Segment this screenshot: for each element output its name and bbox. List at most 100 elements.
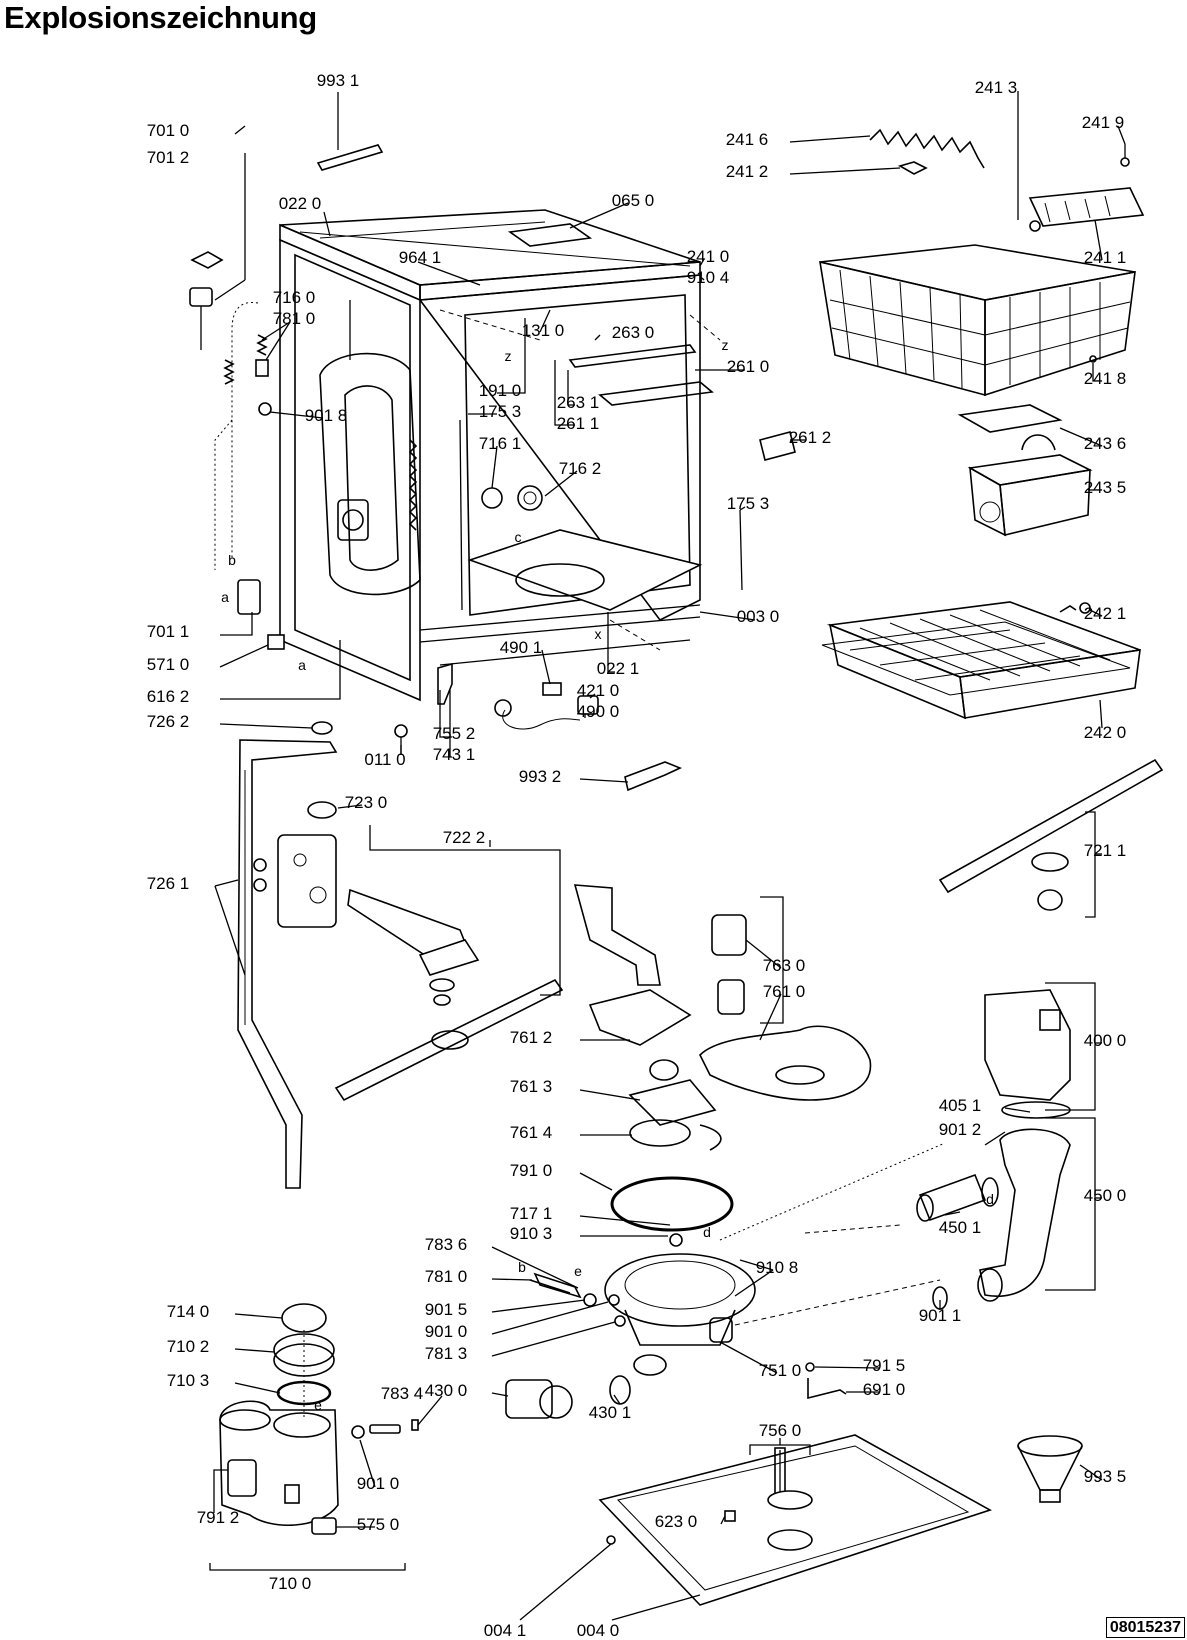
part-label-p7560: 756 0 xyxy=(759,1421,802,1440)
grouping-brackets xyxy=(209,811,1096,1571)
part-label-p0030: 003 0 xyxy=(737,607,780,626)
part-label-p9012: 901 2 xyxy=(939,1120,982,1139)
part-label-p7836: 783 6 xyxy=(425,1235,468,1254)
part-label-p4501: 450 1 xyxy=(939,1218,982,1237)
part-label-p6910: 691 0 xyxy=(863,1380,906,1399)
part-label-p9104: 910 4 xyxy=(687,268,730,287)
part-label-p6162: 616 2 xyxy=(147,687,190,706)
part-label-p0110: 011 0 xyxy=(364,750,405,769)
part-label-p7910: 791 0 xyxy=(510,1161,553,1180)
part-label-p1310: 131 0 xyxy=(522,321,565,340)
part-label-p9932: 993 2 xyxy=(519,767,562,786)
reference-letter: d xyxy=(986,1191,994,1207)
part-label-p7510: 751 0 xyxy=(759,1361,802,1380)
upper-basket xyxy=(819,128,1145,397)
part-label-p9108: 910 8 xyxy=(756,1258,799,1277)
part-label-p2421: 242 1 xyxy=(1084,604,1127,623)
reference-letter: b xyxy=(228,552,236,568)
cutlery-basket xyxy=(957,404,1093,537)
part-label-p7810: 781 0 xyxy=(273,309,316,328)
part-label-p7010: 701 0 xyxy=(147,121,190,140)
lower-spray-arm-assembly xyxy=(277,801,564,1102)
part-label-p9935: 993 5 xyxy=(1084,1467,1127,1486)
part-label-p7171: 717 1 xyxy=(510,1204,553,1223)
part-label-p4500: 450 0 xyxy=(1084,1186,1127,1205)
part-label-p7230: 723 0 xyxy=(345,793,388,812)
part-label-p9011: 901 1 xyxy=(919,1306,962,1325)
part-label-p7813: 781 3 xyxy=(425,1344,468,1363)
part-label-p2611: 261 1 xyxy=(557,414,600,433)
part-label-p9018: 901 8 xyxy=(305,406,348,425)
part-label-p7610: 761 0 xyxy=(763,982,806,1001)
part-label-p7834: 783 4 xyxy=(381,1384,424,1403)
part-label-p7011: 701 1 xyxy=(147,622,190,641)
part-label-p2631: 263 1 xyxy=(557,393,600,412)
part-label-p2630: 263 0 xyxy=(612,323,655,342)
part-label-p4051: 405 1 xyxy=(939,1096,982,1115)
sump-housing xyxy=(505,1233,847,1419)
part-label-p4000: 400 0 xyxy=(1084,1031,1127,1050)
leader-lines xyxy=(213,91,1126,1621)
reference-letter: c xyxy=(515,529,522,545)
part-label-p9103: 910 3 xyxy=(510,1224,553,1243)
reference-letter: x xyxy=(595,626,602,642)
part-label-p7160: 716 0 xyxy=(273,288,316,307)
part-label-p7162: 716 2 xyxy=(559,459,602,478)
part-label-p0221: 022 1 xyxy=(597,659,640,678)
tub-frame xyxy=(279,144,796,755)
part-label-p0040: 004 0 xyxy=(577,1621,620,1640)
page-title: Explosionszeichnung xyxy=(4,0,317,35)
part-label-p4900: 490 0 xyxy=(577,702,620,721)
part-label-p7261: 726 1 xyxy=(147,874,190,893)
part-label-p7103: 710 3 xyxy=(167,1371,210,1390)
part-label-p7912: 791 2 xyxy=(197,1508,240,1527)
part-label-p1753a: 175 3 xyxy=(479,402,522,421)
part-label-p7915: 791 5 xyxy=(863,1356,906,1375)
part-label-p6230: 623 0 xyxy=(655,1512,698,1531)
part-label-p0650: 065 0 xyxy=(612,191,655,210)
part-label-p7012: 701 2 xyxy=(147,148,190,167)
part-label-p0220: 022 0 xyxy=(279,194,322,213)
part-label-p2418: 241 8 xyxy=(1084,369,1127,388)
part-label-p7140: 714 0 xyxy=(167,1302,210,1321)
reference-letter: e xyxy=(574,1263,582,1279)
part-label-p7630: 763 0 xyxy=(763,956,806,975)
reference-letter: b xyxy=(518,1259,526,1275)
reference-letter: d xyxy=(703,1224,711,1240)
water-pipe xyxy=(237,721,338,1189)
reference-letter: e xyxy=(314,1397,322,1413)
part-label-p2416: 241 6 xyxy=(726,130,769,149)
part-label-p9010: 901 0 xyxy=(425,1322,468,1341)
part-label-p9931: 993 1 xyxy=(317,71,360,90)
part-label-p2610: 261 0 xyxy=(727,357,770,376)
part-label-p2412: 241 2 xyxy=(726,162,769,181)
part-label-p2419: 241 9 xyxy=(1082,113,1125,132)
upper-spray-arm xyxy=(938,758,1164,911)
part-label-p7810b: 781 0 xyxy=(425,1267,468,1286)
lower-basket xyxy=(821,601,1141,720)
part-label-p7614: 761 4 xyxy=(510,1123,553,1142)
document-number: 08015237 xyxy=(1105,1617,1185,1638)
part-label-p7613: 761 3 xyxy=(510,1077,553,1096)
part-label-p9015: 901 5 xyxy=(425,1300,468,1319)
part-label-p4301: 430 1 xyxy=(589,1403,632,1422)
part-label-p7612: 761 2 xyxy=(510,1028,553,1047)
part-label-p2420: 242 0 xyxy=(1084,723,1127,742)
part-label-p7552: 755 2 xyxy=(433,724,476,743)
water-inlet-fittings xyxy=(189,125,285,650)
part-label-p2435: 243 5 xyxy=(1084,478,1127,497)
part-label-p1753b: 175 3 xyxy=(727,494,770,513)
part-label-p2411: 241 1 xyxy=(1084,248,1127,267)
part-label-p7102: 710 2 xyxy=(167,1337,210,1356)
part-label-p7211: 721 1 xyxy=(1084,841,1127,860)
part-label-p9010b: 901 0 xyxy=(357,1474,400,1493)
part-label-p2436: 243 6 xyxy=(1084,434,1127,453)
part-label-p7262: 726 2 xyxy=(147,712,190,731)
part-label-p4300: 430 0 xyxy=(425,1381,468,1400)
base-plate xyxy=(598,761,1083,1606)
part-label-p4901: 490 1 xyxy=(500,638,543,657)
part-label-p2612: 261 2 xyxy=(789,428,832,447)
